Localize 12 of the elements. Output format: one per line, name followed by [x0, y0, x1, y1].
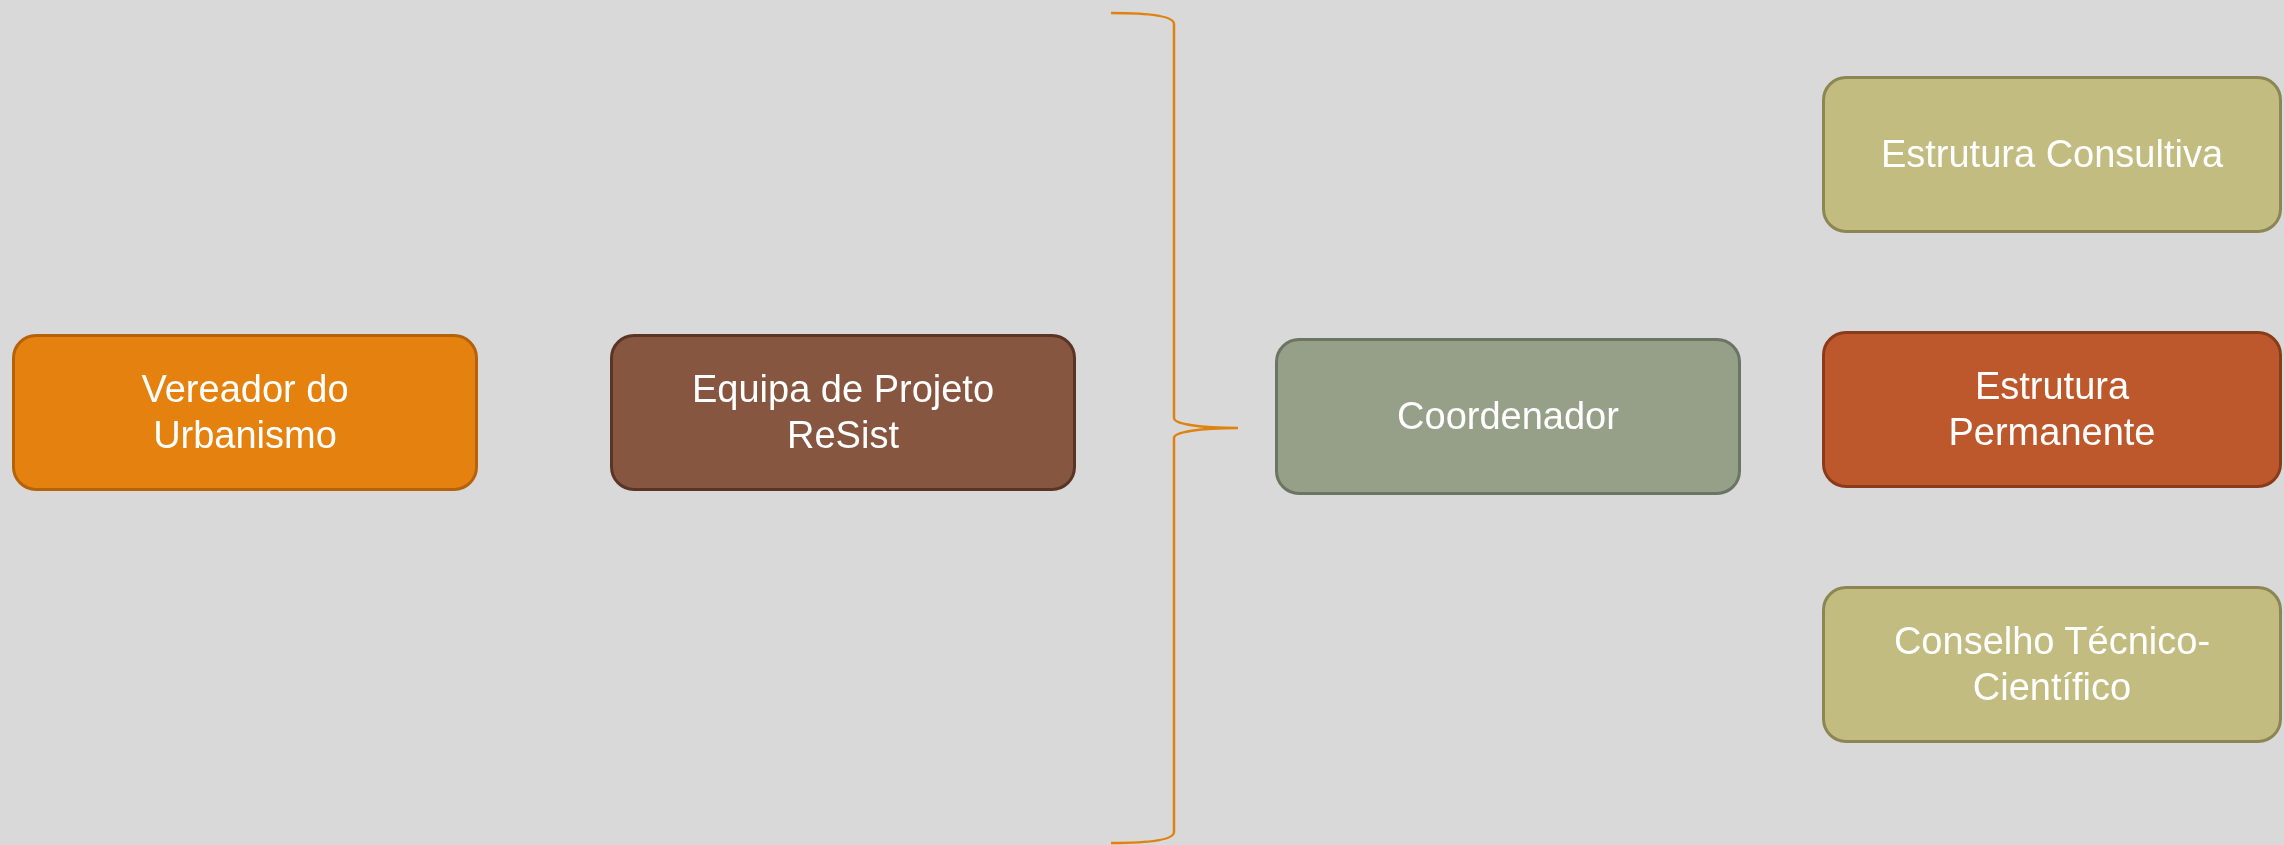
box-label: Equipa de Projeto ReSist — [690, 366, 996, 458]
box-label: Conselho Técnico-Científico — [1892, 618, 2212, 710]
box-label: Estrutura Consultiva — [1880, 131, 2224, 177]
org-box — [1822, 586, 2282, 743]
box-label: Estrutura Permanente — [1947, 363, 2157, 455]
box-label: Vereador do Urbanismo — [140, 366, 350, 458]
box-label: Coordenador — [1397, 393, 1619, 439]
org-box — [1275, 338, 1741, 495]
org-box — [1822, 76, 2282, 233]
org-box — [1822, 331, 2282, 488]
org-box — [610, 334, 1076, 491]
org-box — [12, 334, 478, 491]
